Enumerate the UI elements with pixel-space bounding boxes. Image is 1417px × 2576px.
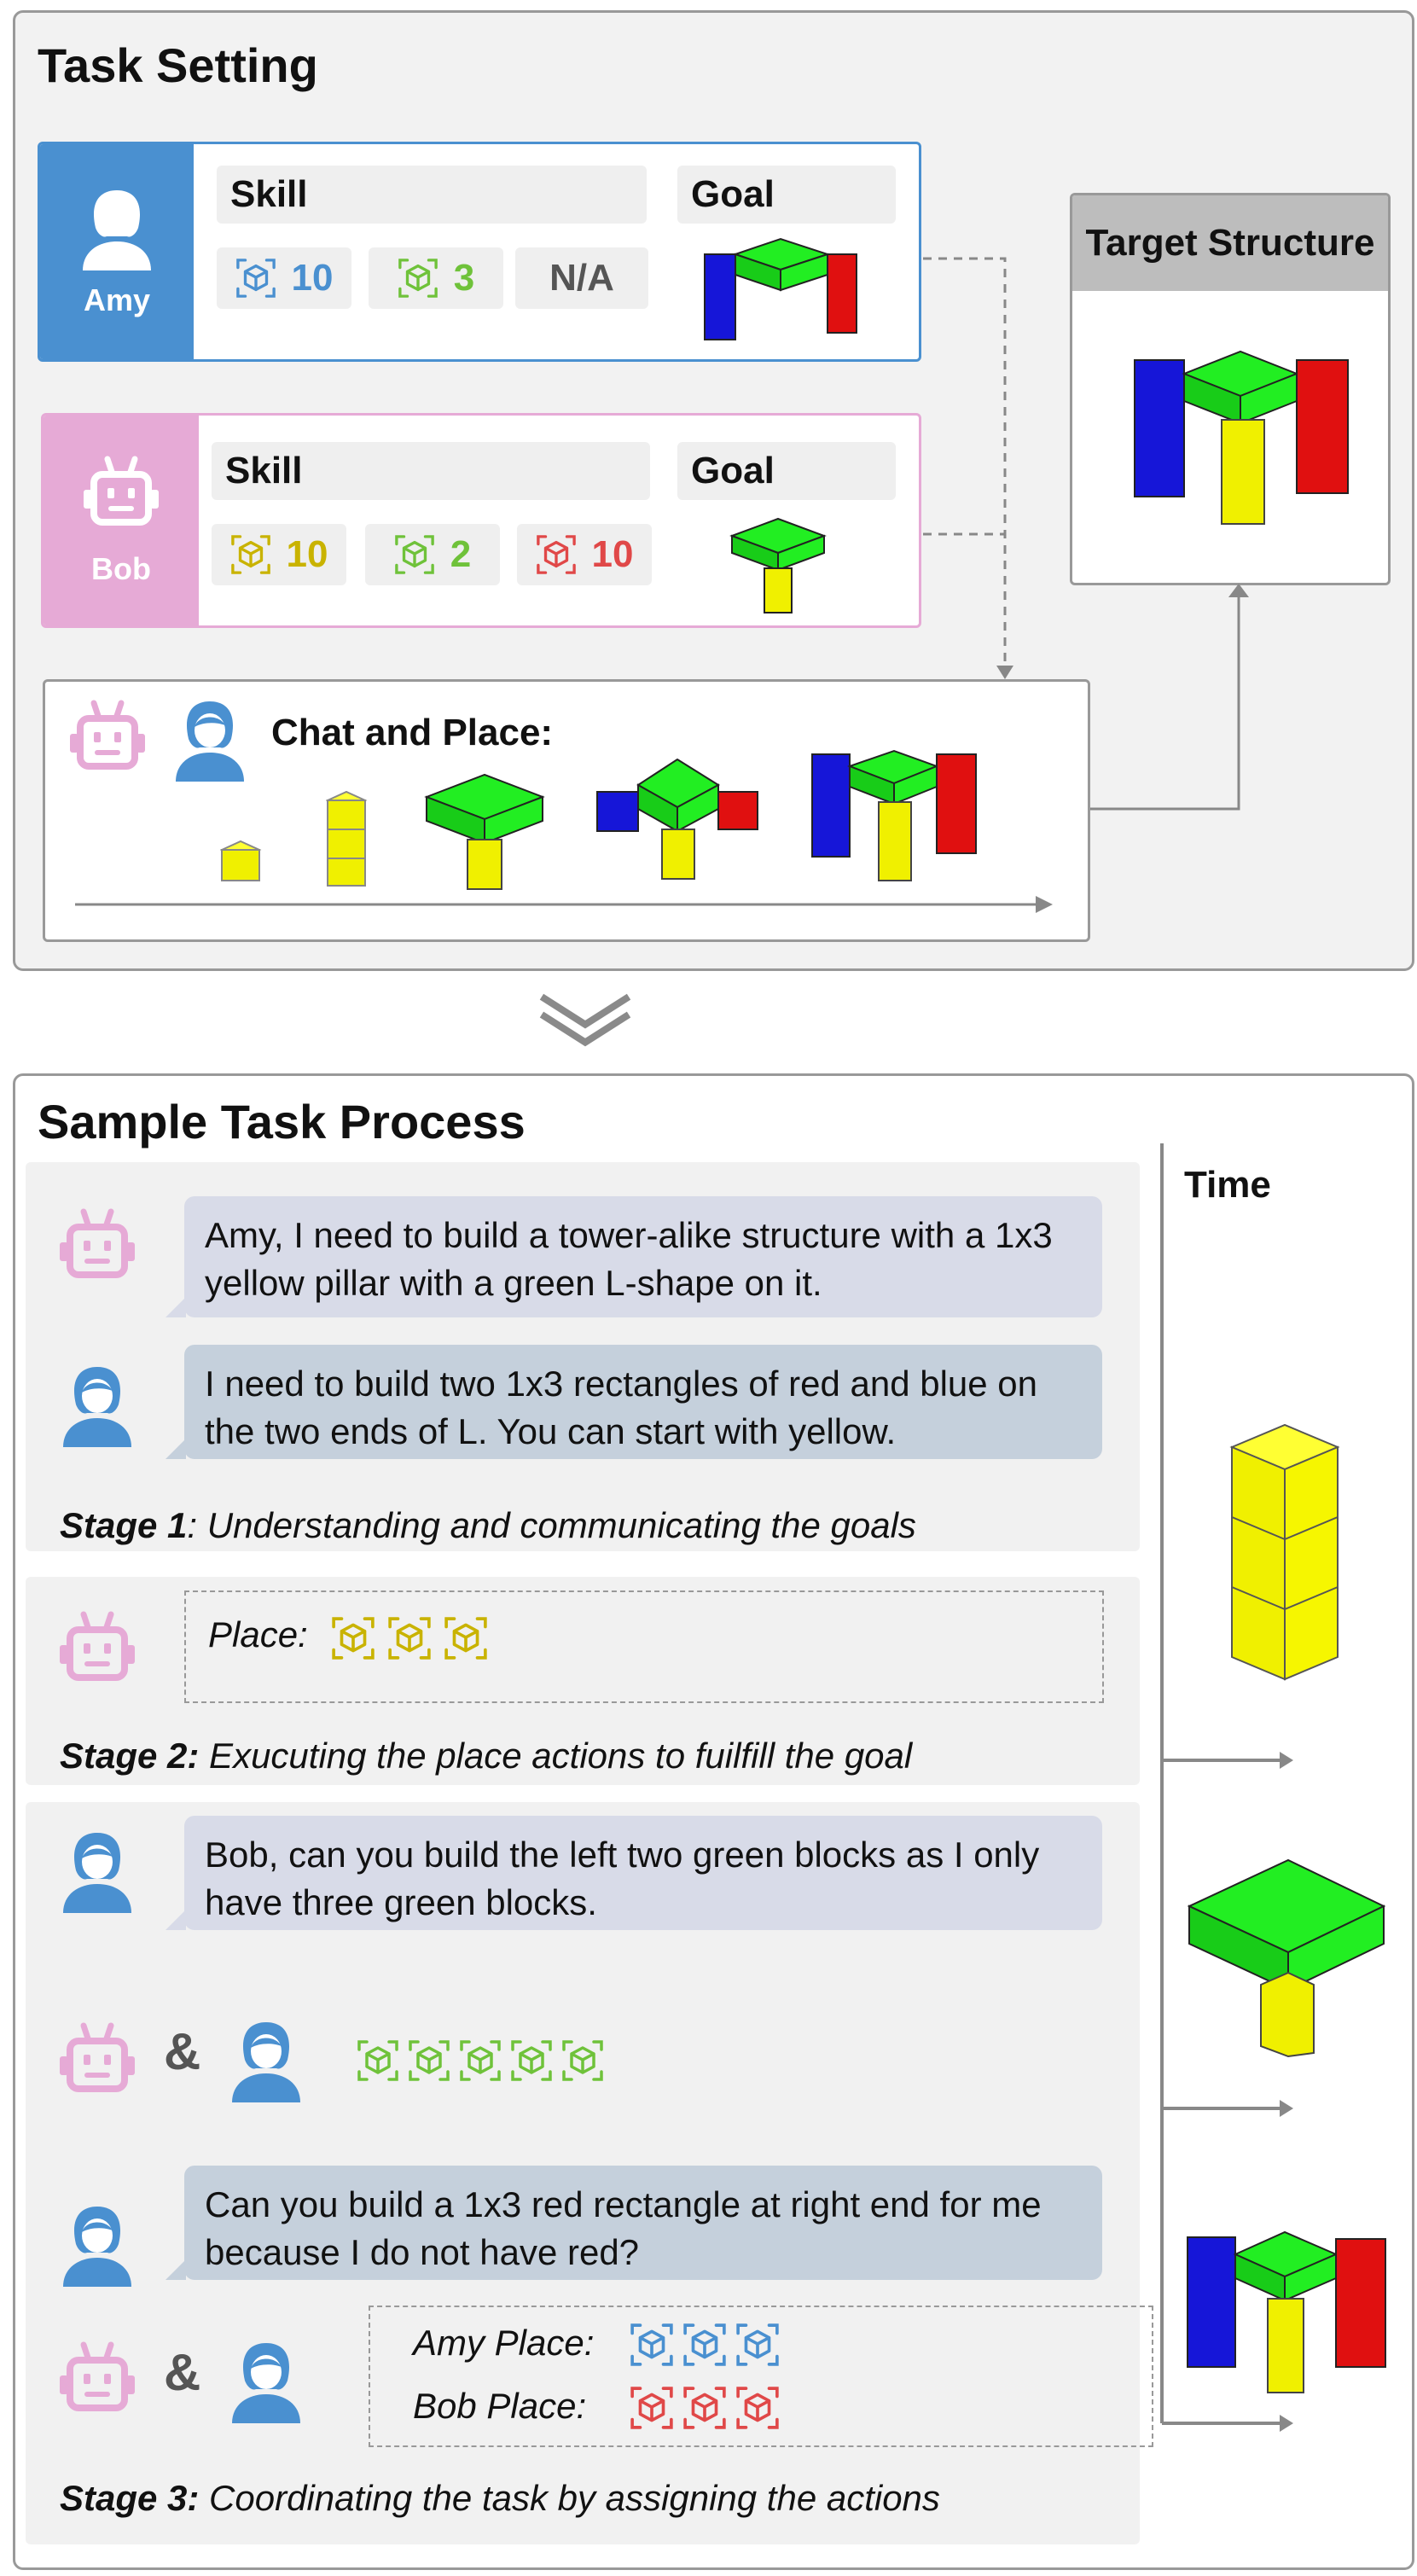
robot-icon — [55, 1207, 140, 1292]
timeline — [1160, 1143, 1293, 2432]
stage2-yellow-blocks — [331, 1616, 488, 1660]
block-icon — [735, 2386, 780, 2430]
bob-skill-yellow-count: 10 — [286, 533, 328, 575]
block-icon — [408, 2039, 450, 2082]
amy-goal-structure — [704, 237, 857, 340]
block-icon — [357, 2039, 399, 2082]
goal-yellow-pillar — [764, 567, 793, 613]
stage3-label: Stage 3: — [60, 2478, 200, 2518]
double-chevron-down-icon — [536, 990, 635, 1051]
amy-message-2: Bob, can you build the left two green bl… — [166, 1816, 1102, 1930]
amy-skill-na-text: N/A — [549, 257, 614, 299]
time-label: Time — [1184, 1164, 1271, 1206]
block-icon — [331, 1616, 375, 1660]
amy-place-label: Amy Place: — [413, 2323, 595, 2363]
robot-icon — [55, 2021, 140, 2106]
stage3-caption: Stage 3: Coordinating the task by assign… — [60, 2478, 940, 2519]
block-icon — [459, 2039, 502, 2082]
woman-icon — [224, 2017, 309, 2102]
bob-sidebar: Bob — [44, 416, 199, 625]
ampersand-1: & — [164, 2023, 201, 2080]
woman-icon — [224, 2338, 309, 2423]
bob-message-1: Amy, I need to build a tower-alike struc… — [166, 1196, 1102, 1317]
time-structure-stage1 — [1229, 1423, 1340, 1681]
goal-blue-pillar — [704, 253, 736, 340]
amy-name: Amy — [83, 282, 151, 317]
bob-place-red-blocks — [630, 2386, 780, 2430]
block-icon — [682, 2323, 727, 2367]
stage2-text: Exucuting the place actions to fuilfill … — [199, 1736, 913, 1776]
bob-skill-red: 10 — [517, 524, 652, 585]
chat-place-label: Chat and Place: — [271, 712, 554, 753]
task-setting-connectors — [75, 257, 1249, 913]
amy-skill-blue-count: 10 — [291, 257, 334, 299]
block-icon — [510, 2039, 553, 2082]
progress-step-4 — [596, 758, 758, 880]
robot-icon — [55, 2340, 140, 2425]
stage3-place-box — [369, 2306, 1153, 2447]
stage3-text: Coordinating the task by assigning the a… — [199, 2478, 940, 2518]
bob-skill-green: 2 — [365, 524, 500, 585]
amy-place-blue-blocks — [630, 2323, 780, 2367]
block-icon — [561, 2039, 604, 2082]
stage2-place-box — [184, 1590, 1104, 1703]
goal-green-side — [777, 534, 825, 572]
block-icon — [630, 2323, 674, 2367]
amy-skill-green: 3 — [369, 247, 503, 309]
goal-red-pillar — [827, 253, 857, 334]
bob-goal-structure — [729, 517, 827, 613]
amy-message-1: I need to build two 1x3 rectangles of re… — [166, 1345, 1102, 1459]
bob-name: Bob — [91, 551, 151, 586]
progress-step-3 — [424, 773, 545, 890]
progress-step-2 — [326, 790, 368, 887]
time-structure-stage3 — [1187, 2230, 1386, 2393]
block-icon — [630, 2386, 674, 2430]
target-structure-label: Target Structure — [1072, 195, 1388, 291]
robot-icon — [55, 1609, 140, 1695]
bob-place-label: Bob Place: — [413, 2386, 587, 2426]
woman-icon — [55, 1828, 140, 1913]
stage2-block — [26, 1577, 1140, 1785]
progress-step-1 — [220, 840, 262, 881]
stage2-place-label: Place: — [208, 1614, 308, 1654]
target-structure — [1134, 350, 1349, 525]
stage3-green-blocks — [357, 2039, 604, 2082]
amy-message-3: Can you build a 1x3 red rectangle at rig… — [166, 2166, 1102, 2280]
stage1-label: Stage 1 — [60, 1505, 188, 1545]
amy-skill-na: N/A — [515, 247, 648, 309]
bob-skill-label: Skill — [212, 442, 650, 500]
amy-goal-label: Goal — [677, 166, 896, 224]
bob-goal-label: Goal — [677, 442, 896, 500]
stage1-caption: Stage 1: Understanding and communicating… — [60, 1505, 916, 1546]
block-icon — [387, 1616, 432, 1660]
ampersand-2: & — [164, 2344, 201, 2401]
woman-icon — [55, 1362, 140, 1447]
bob-skill-yellow: 10 — [212, 524, 346, 585]
amy-skill-label: Skill — [217, 166, 647, 224]
block-icon — [735, 2323, 780, 2367]
block-icon — [682, 2386, 727, 2430]
amy-skill-green-count: 3 — [453, 257, 475, 299]
stage1-text: : Understanding and communicating the go… — [187, 1505, 916, 1545]
stage2-label: Stage 2: — [60, 1736, 200, 1776]
amy-sidebar: Amy — [40, 144, 194, 359]
process-title: Sample Task Process — [38, 1095, 526, 1148]
time-structure-stage2 — [1187, 1858, 1386, 2058]
block-icon — [444, 1616, 488, 1660]
woman-icon — [55, 2201, 140, 2287]
bob-skill-green-count: 2 — [450, 533, 472, 575]
progress-step-5 — [811, 749, 977, 881]
bob-skill-red-count: 10 — [591, 533, 634, 575]
task-setting-title: Task Setting — [38, 38, 318, 92]
amy-skill-blue: 10 — [217, 247, 351, 309]
stage2-caption: Stage 2: Exucuting the place actions to … — [60, 1736, 912, 1776]
